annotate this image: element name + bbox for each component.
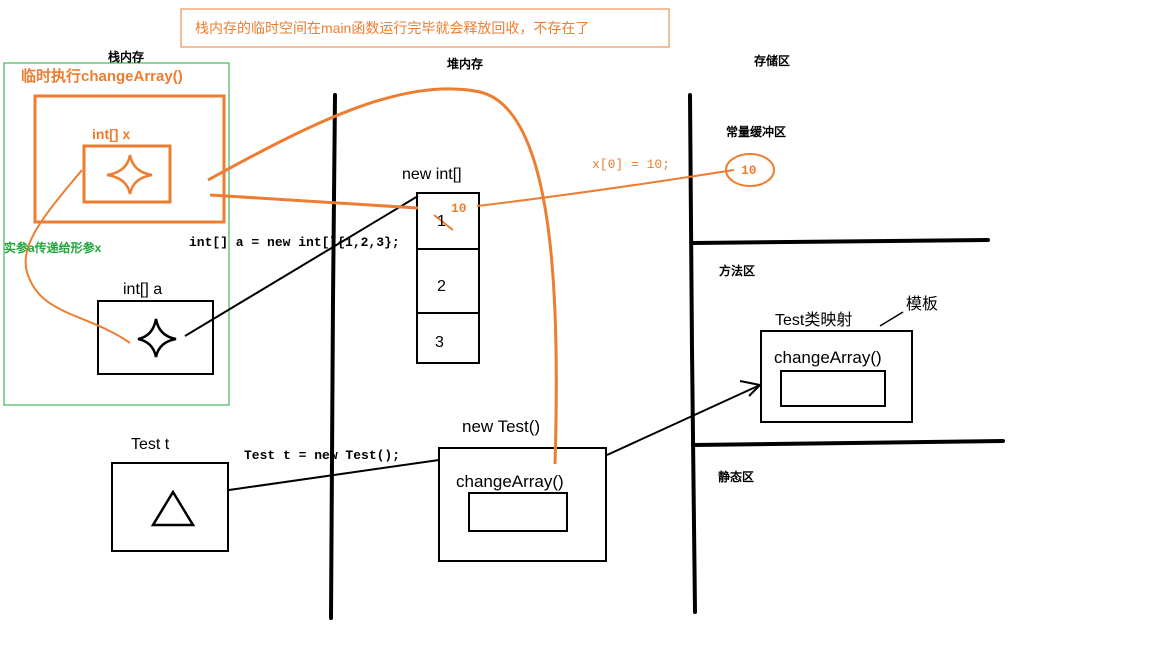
array-cell-2-value: 3 bbox=[435, 334, 444, 351]
arrowhead-class-mapping bbox=[739, 380, 763, 397]
note-text: 栈内存的临时空间在main函数运行完毕就会释放回收，不存在了 bbox=[195, 20, 590, 36]
constant-10-ellipse bbox=[725, 153, 775, 187]
param-x-star-icon bbox=[106, 154, 153, 195]
class-method-box bbox=[780, 370, 886, 407]
class-method-label: changeArray() bbox=[774, 348, 882, 367]
var-t-triangle-icon bbox=[150, 489, 196, 527]
array-cell-0 bbox=[416, 192, 480, 250]
storage-region-label: 存储区 bbox=[754, 54, 791, 68]
assign-code: x[0] = 10; bbox=[592, 157, 671, 172]
arg-pass-curve bbox=[24, 169, 131, 344]
strike-mark bbox=[433, 214, 454, 231]
ref-a-to-array bbox=[184, 195, 419, 337]
constant-10-value: 10 bbox=[741, 163, 757, 178]
var-t-box bbox=[111, 462, 229, 552]
array-cell-2 bbox=[416, 312, 480, 364]
object-method-to-frame bbox=[207, 87, 558, 465]
test-object-method-label: changeArray() bbox=[456, 472, 564, 491]
object-decl-code: Test t = new Test(); bbox=[244, 448, 401, 463]
stack-region-label: 栈内存 bbox=[108, 50, 145, 64]
class-mapping-box bbox=[760, 330, 913, 423]
temp-frame-label: 临时执行changeArray() bbox=[21, 68, 183, 85]
template-pointer bbox=[879, 311, 904, 327]
heap-right-divider bbox=[688, 93, 697, 614]
array-cell-0-new-value: 10 bbox=[451, 201, 467, 216]
assign-to-constant bbox=[476, 169, 735, 207]
heap-region-label: 堆内存 bbox=[447, 57, 484, 71]
param-x-label: int[] x bbox=[92, 126, 131, 142]
object-to-class-mapping bbox=[606, 384, 761, 456]
note-box bbox=[180, 8, 670, 48]
method-area-top-divider bbox=[691, 238, 990, 245]
var-t-label: Test t bbox=[131, 436, 170, 453]
var-a-box bbox=[97, 300, 214, 375]
array-label: new int[] bbox=[402, 166, 462, 183]
test-object-method-box bbox=[468, 492, 568, 532]
stack-frame-boundary bbox=[3, 62, 230, 406]
var-a-star-icon bbox=[137, 318, 177, 358]
constant-pool-label: 常量缓冲区 bbox=[726, 125, 787, 139]
ref-x-to-array bbox=[209, 193, 419, 210]
static-area-label: 静态区 bbox=[718, 470, 755, 484]
array-decl-code: int[] a = new int[]{1,2,3}; bbox=[189, 235, 400, 250]
test-object-box bbox=[438, 447, 607, 562]
temp-frame-box bbox=[33, 94, 226, 224]
method-area-label: 方法区 bbox=[719, 264, 756, 278]
array-cell-1 bbox=[416, 248, 480, 314]
heap-left-divider bbox=[329, 93, 337, 620]
array-cell-1-value: 2 bbox=[437, 278, 446, 295]
arg-pass-label: 实参a传递给形参x bbox=[4, 241, 102, 255]
test-object-label: new Test() bbox=[462, 417, 541, 436]
class-mapping-label: Test类映射 bbox=[775, 312, 853, 329]
method-area-bottom-divider bbox=[691, 439, 1005, 447]
param-x-box bbox=[82, 144, 172, 204]
template-label: 模板 bbox=[906, 296, 939, 313]
var-a-label: int[] a bbox=[123, 281, 163, 298]
array-cell-0-value: 1 bbox=[437, 213, 446, 230]
ref-t-to-object bbox=[228, 459, 440, 491]
